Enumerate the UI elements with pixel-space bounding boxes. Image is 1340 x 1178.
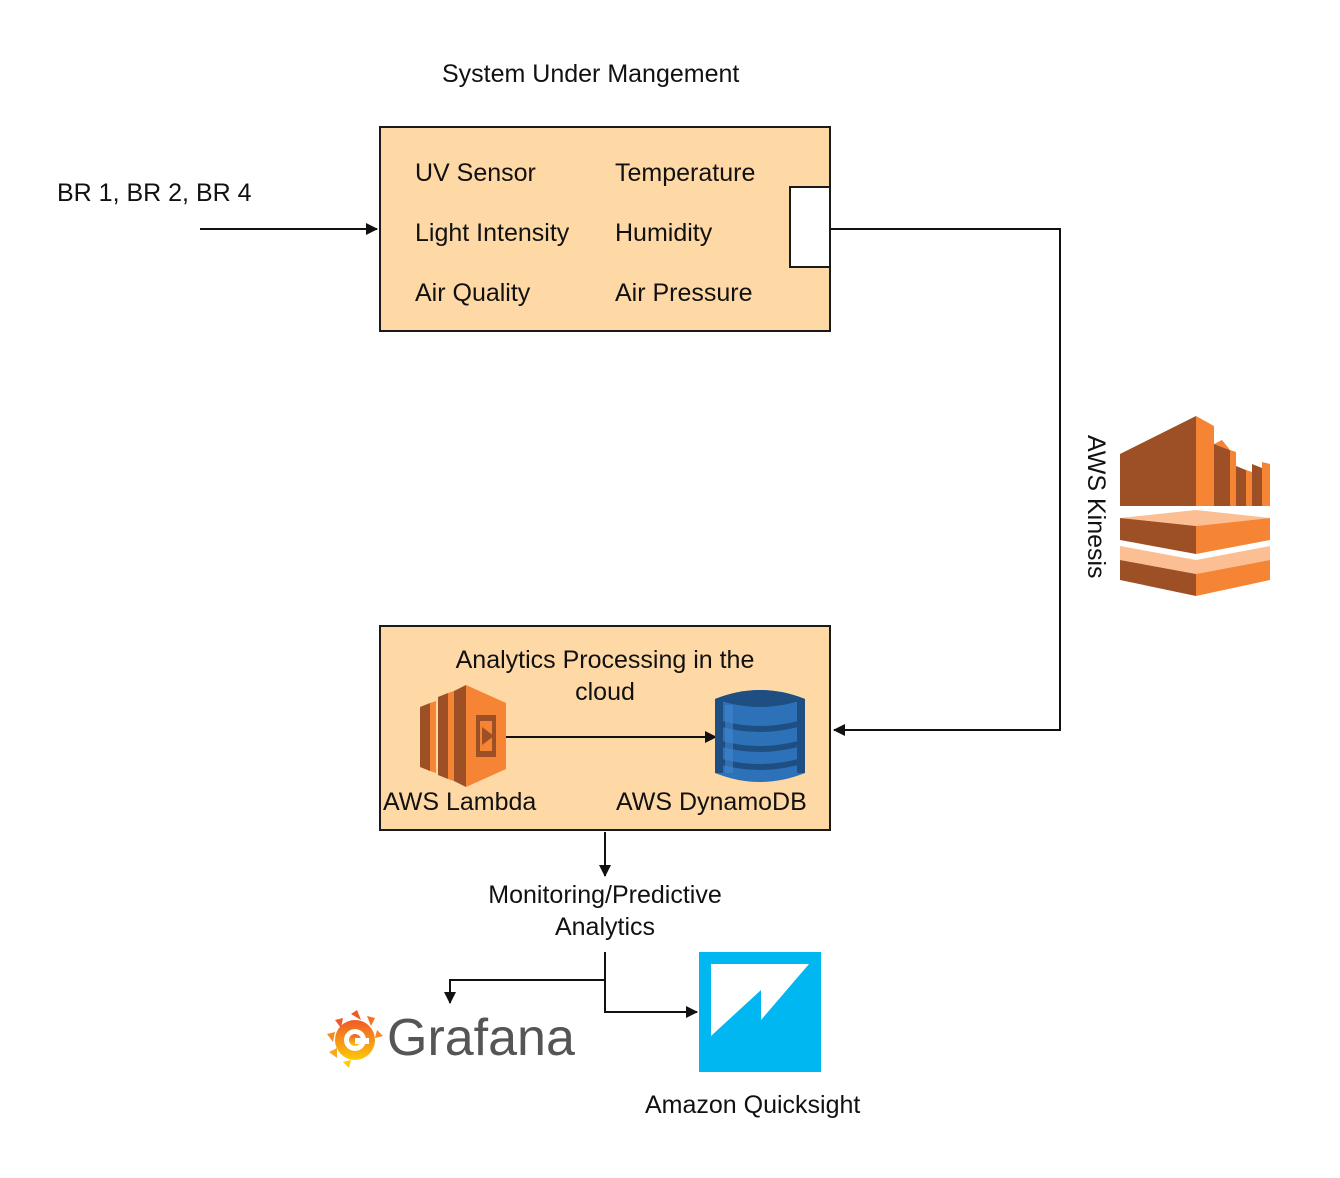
sensor-uv: UV Sensor: [415, 159, 536, 187]
kinesis-connector: [831, 228, 1061, 736]
input-label: BR 1, BR 2, BR 4: [57, 179, 252, 207]
dynamodb-label: AWS DynamoDB: [616, 788, 807, 816]
grafana-logo-icon: [327, 1010, 383, 1068]
aws-kinesis-icon: [1120, 416, 1270, 596]
analytics-title: Analytics Processing in the cloud: [455, 646, 755, 706]
system-output-port: [789, 186, 831, 268]
sensor-air-pressure: Air Pressure: [615, 279, 753, 307]
aws-dynamodb-icon: [715, 690, 805, 782]
amazon-quicksight-icon: [699, 952, 821, 1072]
monitoring-to-quicksight-arrow: [604, 980, 698, 1018]
system-box: [379, 126, 831, 332]
aws-lambda-icon: [420, 685, 506, 787]
sensor-temperature: Temperature: [615, 159, 756, 187]
grafana-wordmark: Grafana: [387, 1009, 575, 1067]
sensor-air-quality: Air Quality: [415, 279, 531, 307]
diagram-title: System Under Mangement: [442, 60, 740, 88]
grafana-logo: Grafana: [325, 1006, 585, 1070]
quicksight-label: Amazon Quicksight: [645, 1091, 861, 1119]
lambda-label: AWS Lambda: [383, 788, 537, 816]
sensor-humidity: Humidity: [615, 219, 713, 247]
monitoring-to-grafana-arrow: [444, 952, 606, 1004]
sensor-light-intensity: Light Intensity: [415, 219, 570, 247]
monitoring-label: Monitoring/Predictive Analytics: [488, 881, 722, 941]
